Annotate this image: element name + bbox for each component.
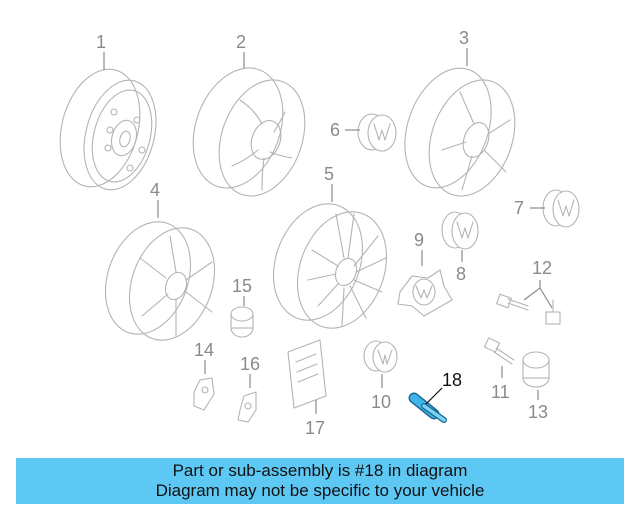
part-4-wheel[interactable]	[91, 210, 230, 352]
banner-line-2: Diagram may not be specific to your vehi…	[155, 481, 485, 500]
part-8-center-cap[interactable]	[441, 211, 479, 250]
part-13-cap[interactable]	[522, 351, 550, 388]
callout-6: 6	[330, 120, 340, 140]
leader-18	[425, 387, 443, 405]
info-banner: Part or sub-assembly is #18 in diagram D…	[16, 458, 624, 504]
callout-1: 1	[96, 32, 106, 52]
part-17-control-module[interactable]	[287, 339, 327, 409]
part-18-valve-stem[interactable]	[408, 392, 447, 423]
leader-12	[523, 280, 553, 309]
part-9-center-cap-star[interactable]	[397, 269, 453, 317]
banner-line-1: Part or sub-assembly is #18 in diagram	[172, 461, 468, 480]
callout-15: 15	[232, 276, 252, 296]
part-1-steel-wheel[interactable]	[48, 60, 168, 198]
callout-5: 5	[324, 164, 334, 184]
part-16-sensor[interactable]	[237, 391, 257, 423]
part-11-bolt[interactable]	[483, 337, 515, 365]
callout-11: 11	[491, 382, 510, 402]
part-14-bracket[interactable]	[193, 377, 215, 411]
callout-8: 8	[456, 264, 466, 284]
callout-10: 10	[371, 392, 391, 412]
callout-13: 13	[528, 402, 548, 422]
callout-16: 16	[240, 354, 260, 374]
callout-18: 18	[442, 370, 462, 390]
callout-3: 3	[459, 28, 469, 48]
callout-7: 7	[514, 198, 524, 218]
part-7-center-cap[interactable]	[542, 189, 580, 228]
callout-2: 2	[236, 32, 246, 52]
callout-14: 14	[194, 340, 214, 360]
part-12-bolts[interactable]	[495, 293, 561, 325]
part-15-cap[interactable]	[230, 306, 254, 338]
callout-12: 12	[532, 258, 552, 278]
parts-diagram: 1 2 3 6 7 4	[48, 28, 580, 438]
part-3-alloy-wheel[interactable]	[389, 56, 530, 208]
callout-9: 9	[414, 230, 424, 250]
part-6-center-cap[interactable]	[357, 113, 397, 152]
part-5-multispoke-wheel[interactable]	[258, 191, 402, 340]
callout-17: 17	[305, 418, 325, 438]
part-2-alloy-wheel[interactable]	[177, 55, 320, 208]
callout-4: 4	[150, 180, 160, 200]
part-10-center-cap[interactable]	[363, 340, 398, 373]
